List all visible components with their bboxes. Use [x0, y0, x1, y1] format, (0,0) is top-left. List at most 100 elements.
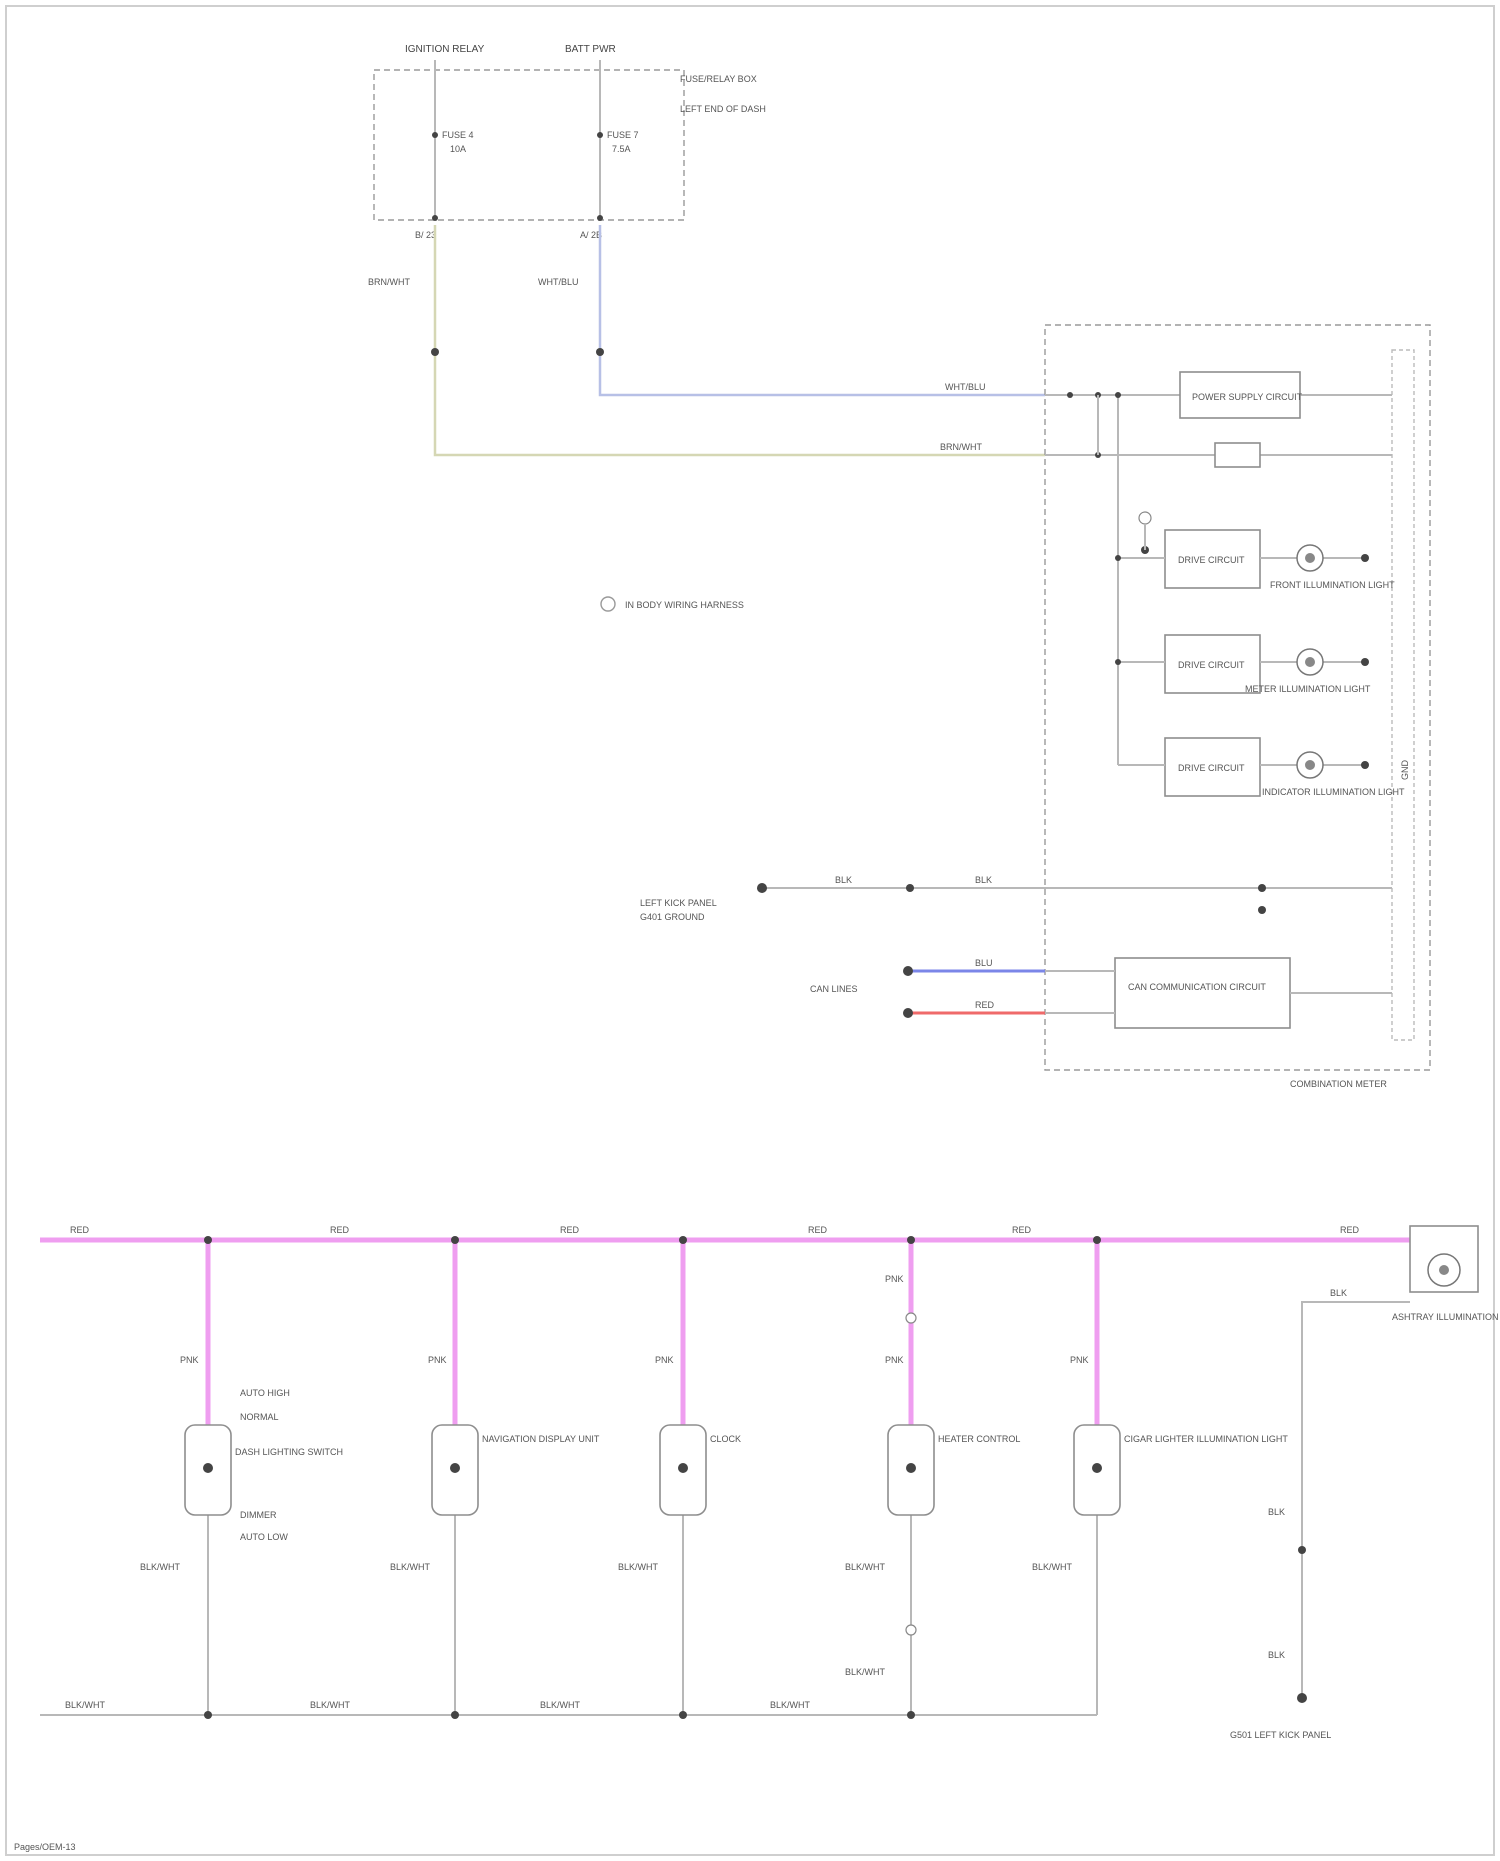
wire-a-dash-label: BRN/WHT [940, 442, 982, 452]
comp-1-pin-4: AUTO LOW [240, 1532, 288, 1542]
can-red-label: RED [975, 1000, 995, 1010]
left-kick-panel-sublabel: G401 GROUND [640, 912, 705, 922]
ground-splice [906, 884, 914, 892]
power-supply-circuit-label: POWER SUPPLY CIRCUIT [1192, 392, 1303, 402]
pin-a-label: B/ 23 [415, 230, 436, 240]
ground-bus-node [204, 1711, 212, 1719]
lamp-3-filament [1305, 760, 1315, 770]
meter-node [1067, 392, 1073, 398]
drop-4-wire-top: PNK [885, 1274, 904, 1284]
drop-1-wire: PNK [180, 1355, 199, 1365]
comp-1-pin-3: DIMMER [240, 1510, 277, 1520]
ground-wire-blk-label-2: BLK [975, 875, 992, 885]
fuse-box-subtitle: LEFT END OF DASH [680, 104, 766, 114]
ground-splice [1258, 906, 1266, 914]
footer-text: Pages/OEM-13 [14, 1842, 76, 1852]
lamp-1-label: FRONT ILLUMINATION LIGHT [1270, 580, 1395, 590]
meter-node [1361, 761, 1369, 769]
fuse-b-junction [597, 132, 603, 138]
ashtray-lamp-filament [1439, 1265, 1449, 1275]
ground-splice [757, 883, 767, 893]
wire-b-dash-label: WHT/BLU [945, 382, 986, 392]
batt-power-label: BATT PWR [565, 44, 616, 55]
meter-node [1115, 555, 1121, 561]
ground-splice [1258, 884, 1266, 892]
drop-1 [185, 1236, 231, 1715]
comp-5-ground-wire: BLK/WHT [1032, 1562, 1073, 1572]
pin-a-dot [432, 215, 438, 221]
ground-bus-node [451, 1711, 459, 1719]
comp-3-ground-wire: BLK/WHT [618, 1562, 659, 1572]
comp-1-label: DASH LIGHTING SWITCH [235, 1447, 343, 1457]
meter-node [1361, 554, 1369, 562]
wht-blu-wire [600, 225, 1045, 395]
ashtray-wire-label-2: BLK [1268, 1507, 1285, 1517]
lamp-2-label: METER ILLUMINATION LIGHT [1245, 684, 1371, 694]
drop-4 [888, 1236, 934, 1715]
pin-b-dot [597, 215, 603, 221]
can-node [903, 966, 913, 976]
ignition-relay-label: IGNITION RELAY [405, 44, 485, 55]
fuse-a-junction [432, 132, 438, 138]
drop-4-wire: PNK [885, 1355, 904, 1365]
bus-label-5: RED [1012, 1225, 1032, 1235]
drive-circuit-3-label: DRIVE CIRCUIT [1178, 763, 1245, 773]
bus-label-1: RED [70, 1225, 90, 1235]
meter-node [1115, 659, 1121, 665]
fuse-relay-box [374, 70, 684, 220]
diagram-border [6, 6, 1494, 1855]
ashtray-ground-point [1297, 1693, 1307, 1703]
comp-1-pin-2: NORMAL [240, 1412, 279, 1422]
ground-bus-label-3: BLK/WHT [540, 1700, 581, 1710]
comp-2-ground-wire: BLK/WHT [390, 1562, 431, 1572]
ground-bus-label-1: BLK/WHT [65, 1700, 106, 1710]
bus-label-6: RED [1340, 1225, 1360, 1235]
can-communication-circuit [1115, 958, 1290, 1028]
ashtray-splice [1298, 1546, 1306, 1554]
wire-a-label: BRN/WHT [368, 277, 410, 287]
bottom-ground-label: G501 LEFT KICK PANEL [1230, 1730, 1331, 1740]
bus-label-4: RED [808, 1225, 828, 1235]
comp-3-label: CLOCK [710, 1434, 741, 1444]
ground-bus-node [907, 1711, 915, 1719]
left-kick-panel-label: LEFT KICK PANEL [640, 898, 717, 908]
drop-2-wire: PNK [428, 1355, 447, 1365]
fuse-b-label: FUSE 7 [607, 130, 639, 140]
drop-3-wire: PNK [655, 1355, 674, 1365]
can-blu-label: BLU [975, 958, 993, 968]
ashtray-wire-label: BLK [1330, 1288, 1347, 1298]
can-lines-label: CAN LINES [810, 984, 858, 994]
drop-2 [432, 1236, 478, 1715]
drop-5-wire: PNK [1070, 1355, 1089, 1365]
fuse-b-amps: 7.5A [612, 144, 631, 154]
splice-a [431, 348, 439, 356]
comp-2-label: NAVIGATION DISPLAY UNIT [482, 1434, 600, 1444]
wire-b-label: WHT/BLU [538, 277, 579, 287]
combination-meter-label: COMBINATION METER [1290, 1079, 1387, 1089]
ground-bus-label-2: BLK/WHT [310, 1700, 351, 1710]
lamp-1-filament [1305, 553, 1315, 563]
ashtray-ground-wire [1302, 1302, 1410, 1700]
comp-1-pin-1: AUTO HIGH [240, 1388, 290, 1398]
pin-b-label: A/ 2B [580, 230, 602, 240]
meter-connector-strip [1392, 350, 1414, 1040]
brn-wht-wire [435, 225, 1045, 455]
fuse-a-label: FUSE 4 [442, 130, 474, 140]
ashtray-wire-label-3: BLK [1268, 1650, 1285, 1660]
meter-node [1361, 658, 1369, 666]
drive-circuit-1-label: DRIVE CIRCUIT [1178, 555, 1245, 565]
fuse-a-amps: 10A [450, 144, 466, 154]
ground-symbol-icon [1139, 512, 1151, 524]
ground-wire-blk-label: BLK [835, 875, 852, 885]
ground-line-label: GND [1400, 760, 1410, 781]
ground-bus-node [679, 1711, 687, 1719]
meter-node [1115, 392, 1121, 398]
lamp-3-label: INDICATOR ILLUMINATION LIGHT [1262, 787, 1405, 797]
note-text: IN BODY WIRING HARNESS [625, 600, 744, 610]
comp-4-label: HEATER CONTROL [938, 1434, 1020, 1444]
drop-3 [660, 1236, 706, 1715]
ground-bus-label-4: BLK/WHT [770, 1700, 811, 1710]
comp-5-label: CIGAR LIGHTER ILLUMINATION LIGHT [1124, 1434, 1288, 1444]
